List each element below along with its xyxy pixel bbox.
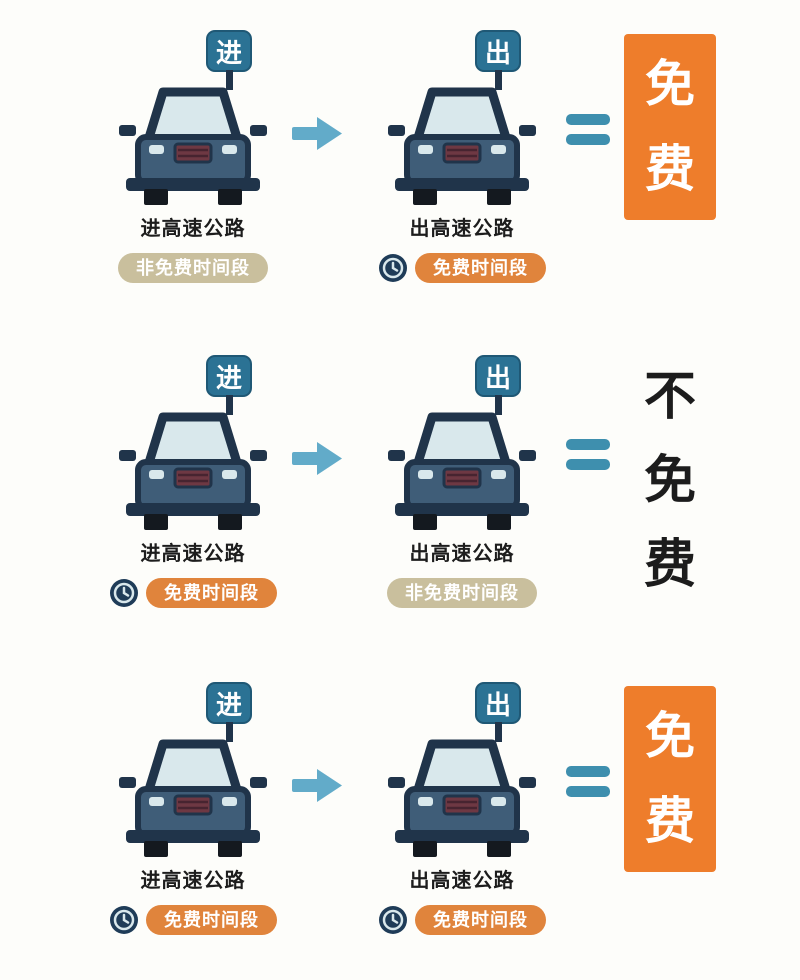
exit-time-tag-group: 免费时间段 (378, 905, 546, 935)
right-arrow-icon (292, 769, 342, 802)
car-front-icon (387, 410, 537, 532)
exit-sign: 出 (475, 30, 521, 90)
enter-time-tag-group: 非免费时间段 (118, 253, 268, 283)
rule-row-1: 进 进高速公路 非免费时间段 出 出高速公路 免费时间段 免费 (0, 10, 800, 335)
sign-pole (225, 395, 233, 415)
exit-time-tag-group: 免费时间段 (378, 253, 546, 283)
enter-sign-badge: 进 (206, 30, 252, 72)
free-time-tag: 免费时间段 (415, 905, 546, 935)
clock-icon (109, 905, 139, 935)
enter-sign: 进 (206, 355, 252, 415)
nonfree-time-tag: 非免费时间段 (387, 578, 537, 608)
enter-car-label: 进高速公路 (140, 870, 246, 892)
rule-row-3: 进 进高速公路 免费时间段 出 出高速公路 免费时间段 免费 (0, 662, 800, 980)
right-arrow-icon (292, 442, 342, 475)
exit-car-label: 出高速公路 (409, 218, 515, 240)
free-time-tag: 免费时间段 (415, 253, 546, 283)
sign-pole (494, 70, 502, 90)
exit-car-label: 出高速公路 (409, 543, 515, 565)
exit-car-group: 出 出高速公路 免费时间段 (372, 30, 552, 283)
enter-car-group: 进 进高速公路 免费时间段 (103, 682, 283, 935)
car-front-icon (387, 85, 537, 207)
sign-pole (494, 395, 502, 415)
enter-sign-badge: 进 (206, 355, 252, 397)
enter-car-group: 进 进高速公路 免费时间段 (103, 355, 283, 608)
enter-car-group: 进 进高速公路 非免费时间段 (103, 30, 283, 283)
enter-time-tag-group: 免费时间段 (109, 905, 277, 935)
exit-car-label: 出高速公路 (409, 870, 515, 892)
free-time-tag: 免费时间段 (146, 578, 277, 608)
exit-sign-badge: 出 (475, 355, 521, 397)
exit-sign: 出 (475, 355, 521, 415)
result-free: 免费 (624, 34, 716, 220)
enter-car-label: 进高速公路 (140, 543, 246, 565)
enter-car-label: 进高速公路 (140, 218, 246, 240)
sign-pole (225, 722, 233, 742)
car-front-icon (387, 737, 537, 859)
car-front-icon (118, 737, 268, 859)
nonfree-time-tag: 非免费时间段 (118, 253, 268, 283)
rule-row-2: 进 进高速公路 免费时间段 出 出高速公路 非免费时间段 不免费 (0, 335, 800, 660)
exit-sign-badge: 出 (475, 682, 521, 724)
exit-car-group: 出 出高速公路 免费时间段 (372, 682, 552, 935)
equals-icon (566, 766, 610, 797)
sign-pole (494, 722, 502, 742)
clock-icon (109, 578, 139, 608)
enter-time-tag-group: 免费时间段 (109, 578, 277, 608)
sign-pole (225, 70, 233, 90)
exit-sign-badge: 出 (475, 30, 521, 72)
equals-icon (566, 114, 610, 145)
clock-icon (378, 253, 408, 283)
exit-time-tag-group: 非免费时间段 (387, 578, 537, 608)
clock-icon (378, 905, 408, 935)
equals-icon (566, 439, 610, 470)
exit-sign: 出 (475, 682, 521, 742)
result-free: 免费 (624, 686, 716, 872)
enter-sign: 进 (206, 682, 252, 742)
exit-car-group: 出 出高速公路 非免费时间段 (372, 355, 552, 608)
enter-sign-badge: 进 (206, 682, 252, 724)
enter-sign: 进 (206, 30, 252, 90)
free-time-tag: 免费时间段 (146, 905, 277, 935)
car-front-icon (118, 85, 268, 207)
car-front-icon (118, 410, 268, 532)
right-arrow-icon (292, 117, 342, 150)
result-not-free: 不免费 (643, 367, 696, 595)
